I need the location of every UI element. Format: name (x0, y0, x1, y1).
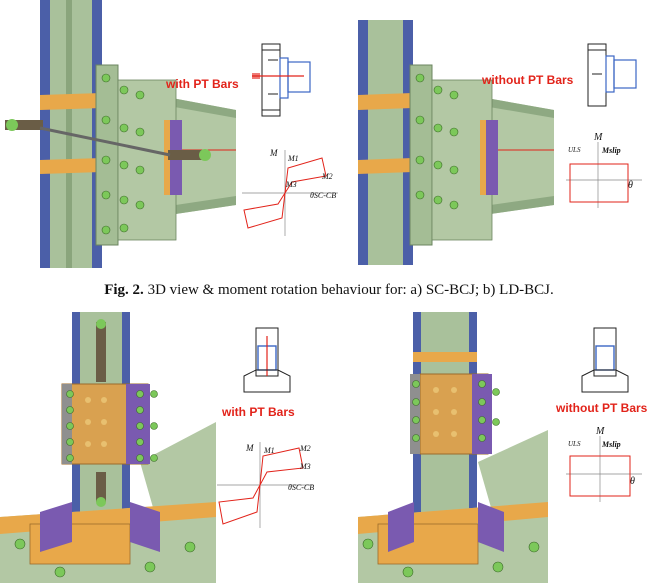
render-top-left (0, 0, 236, 268)
top-right-label: without PT Bars (482, 73, 574, 87)
top-left-label: with PT Bars (166, 77, 239, 91)
render-bottom-right (358, 312, 548, 583)
top-left-graph-theta: θSC-CB (310, 191, 337, 200)
bottom-right-joint-diagram (581, 327, 629, 393)
bottom-left-graph-m: M (246, 443, 254, 453)
bottom-left-graph-theta: θSC-CB (288, 483, 315, 492)
render-bottom-right-svg (358, 312, 548, 583)
top-right-graph-m: M (594, 132, 603, 143)
figure-caption: Fig. 2. 3D view & moment rotation behavi… (0, 282, 658, 299)
top-right-graph-mslip: Mslip (602, 146, 621, 155)
bottom-right-moment-graph (566, 436, 642, 502)
bottom-right-graph-uls: ULS (568, 440, 581, 448)
caption-prefix: Fig. 2. (104, 282, 144, 298)
bottom-right-graph-m: M (596, 426, 605, 437)
top-left-graph-m: M (270, 148, 278, 158)
render-top-left-svg (0, 0, 236, 268)
top-left-graph-m1: M1 (288, 154, 299, 163)
top-left-joint-diagram (252, 43, 311, 117)
caption-text: 3D view & moment rotation behaviour for:… (147, 282, 554, 298)
bottom-left-label: with PT Bars (222, 405, 295, 419)
render-bottom-left (0, 312, 216, 583)
top-left-moment-graph (242, 150, 338, 236)
bottom-left-graph-m1: M1 (264, 446, 275, 455)
bottom-left-graph-m3: M3 (300, 462, 311, 471)
render-top-right-svg (358, 20, 554, 265)
bottom-left-graph-m2: M2 (300, 444, 311, 453)
top-left-graph-m2: M2 (322, 172, 333, 181)
render-top-right (358, 20, 554, 265)
top-left-graph-m3: M3 (286, 180, 297, 189)
render-bottom-left-svg (0, 312, 216, 583)
top-right-graph-theta: θ (628, 180, 633, 191)
bottom-left-joint-diagram (243, 327, 291, 393)
bottom-right-graph-mslip: Mslip (602, 440, 621, 449)
top-right-moment-graph (566, 142, 642, 208)
bottom-left-moment-graph (217, 442, 313, 528)
bottom-right-graph-theta: θ (630, 476, 635, 487)
top-right-graph-uls: ULS (568, 146, 581, 154)
top-right-joint-diagram (587, 43, 637, 107)
bottom-right-label: without PT Bars (556, 401, 648, 415)
